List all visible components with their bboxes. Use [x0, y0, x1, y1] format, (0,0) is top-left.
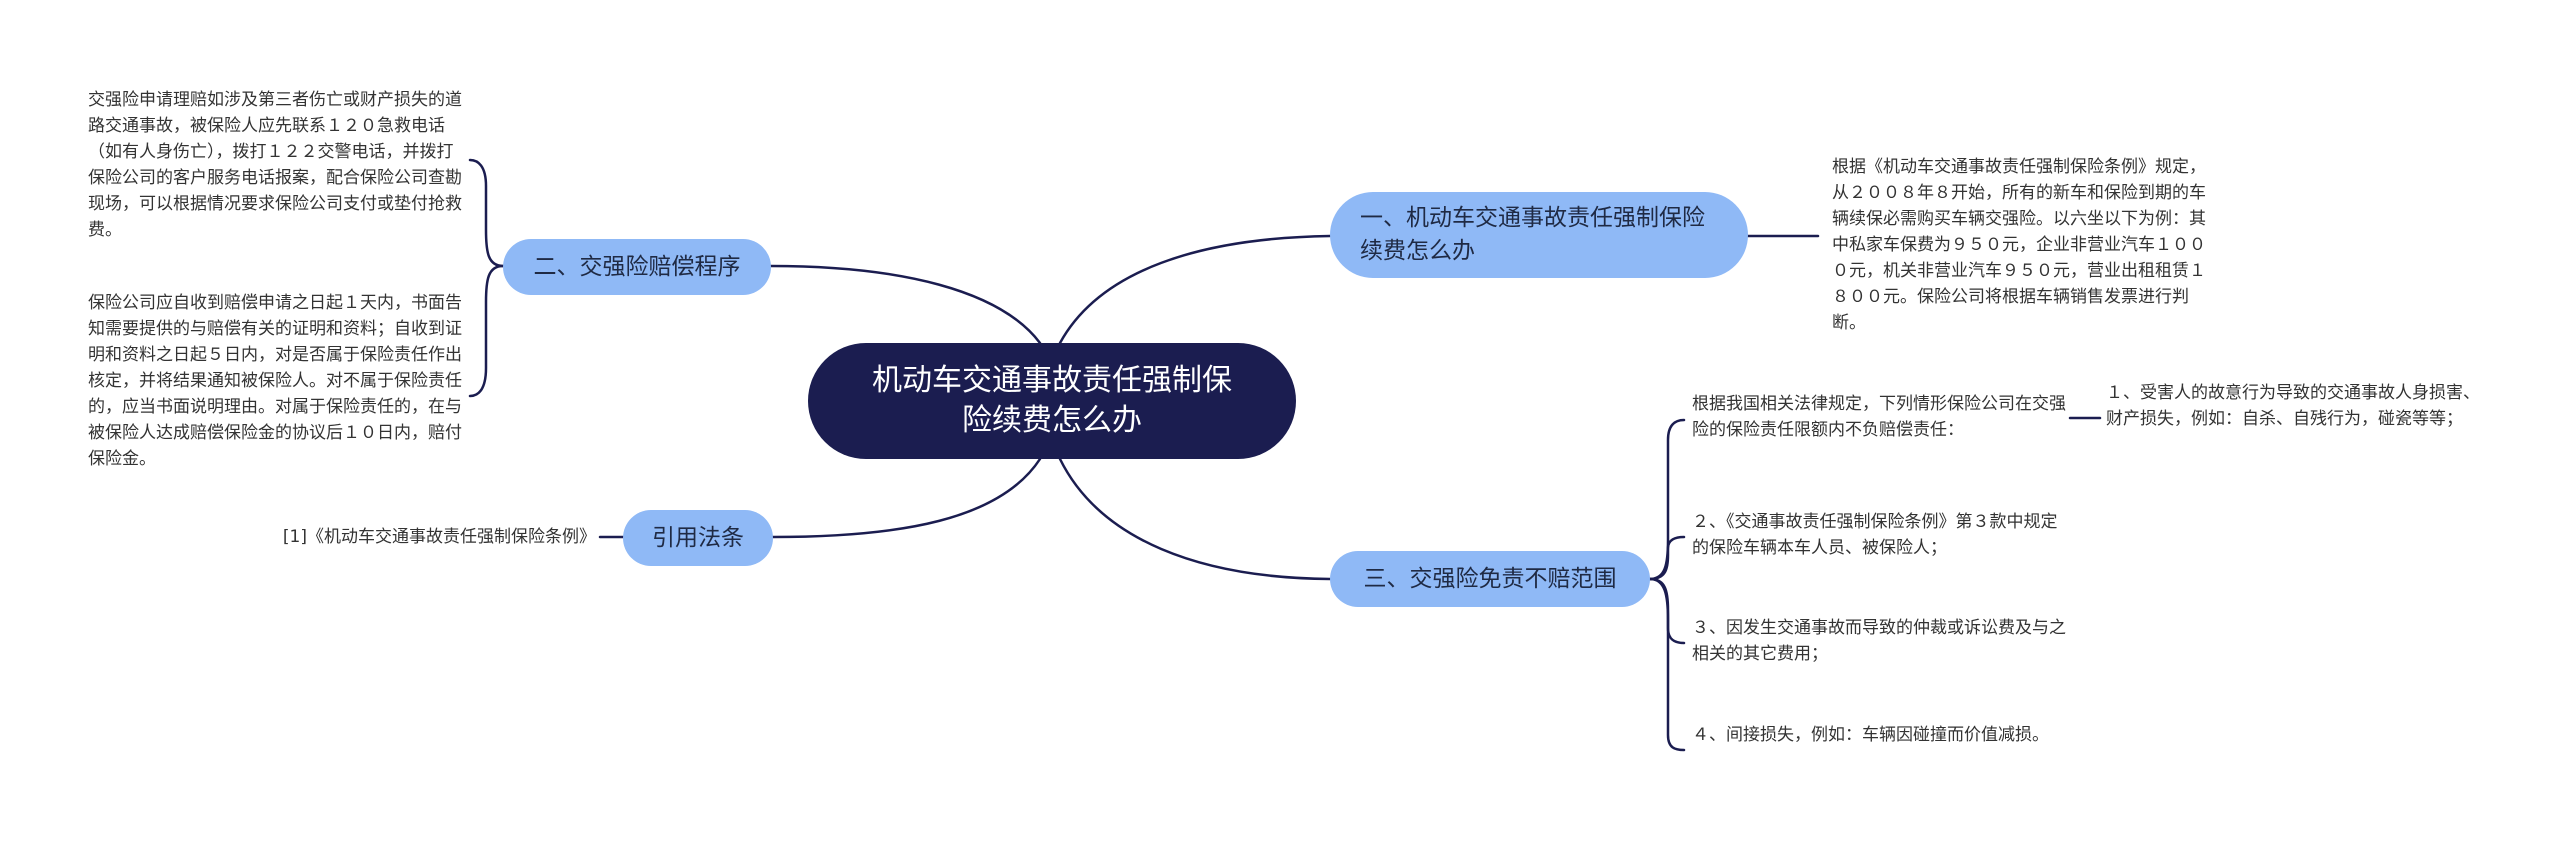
exemptions-item-3: ３、因发生交通事故而导致的仲裁或诉讼费及与之相关的其它费用； — [1692, 618, 2066, 664]
claim-procedure-text-report: 交强险申请理赔如涉及第三者伤亡或财产损失的道路交通事故，被保险人应先联系１２０急… — [88, 90, 462, 240]
exemptions-intro-text: 根据我国相关法律规定，下列情形保险公司在交强险的保险责任限额内不负赔偿责任： — [1692, 394, 2066, 440]
link-b3-to-item2 — [1648, 535, 1686, 581]
branch-exemptions[interactable]: 三、交强险免责不赔范围 — [1330, 551, 1650, 607]
link-center-to-b4 — [771, 457, 1042, 539]
branch-exemptions-label: 三、交强险免责不赔范围 — [1363, 565, 1617, 592]
branch-renewal-label: 一、机动车交通事故责任强制保险续费怎么办 — [1360, 205, 1705, 264]
renewal-detail-text: 根据《机动车交通事故责任强制保险条例》规定，从２００８年８开始，所有的新车和保险… — [1832, 157, 2206, 333]
branch-renewal[interactable]: 一、机动车交通事故责任强制保险续费怎么办 — [1330, 192, 1748, 278]
branch-claim-procedure-label: 二、交强险赔偿程序 — [533, 253, 741, 280]
exemptions-item-2: ２、《交通事故责任强制保险条例》第３款中规定的保险车辆本车人员、被保险人； — [1692, 512, 2058, 558]
link-b2-to-text-b — [468, 264, 505, 398]
exemptions-item-1: １、受害人的故意行为导致的交通事故人身损害、财产损失，例如：自杀、自残行为，碰瓷… — [2106, 383, 2480, 429]
branch-claim-procedure[interactable]: 二、交强险赔偿程序 — [503, 239, 771, 295]
exemptions-item-4: ４、间接损失，例如：车辆因碰撞而价值减损。 — [1692, 725, 2049, 745]
link-b2-to-text-a — [468, 158, 505, 268]
center-topic-label: 机动车交通事故责任强制保险续费怎么办 — [872, 363, 1232, 438]
link-center-to-b2 — [769, 264, 1042, 345]
cited-law-reference: [1]《机动车交通事故责任强制保险条例》 — [282, 527, 596, 547]
branch-cited-law-label: 引用法条 — [652, 524, 744, 551]
link-center-to-b1 — [1058, 234, 1332, 345]
link-center-to-b3 — [1058, 457, 1332, 581]
link-b3-to-item4 — [1648, 577, 1686, 752]
link-b3-to-intro — [1648, 418, 1686, 581]
claim-procedure-text-payment: 保险公司应自收到赔偿申请之日起１天内，书面告知需要提供的与赔偿有关的证明和资料；… — [88, 293, 462, 469]
center-topic[interactable]: 机动车交通事故责任强制保险续费怎么办 — [808, 343, 1296, 459]
branch-cited-law[interactable]: 引用法条 — [623, 510, 773, 566]
